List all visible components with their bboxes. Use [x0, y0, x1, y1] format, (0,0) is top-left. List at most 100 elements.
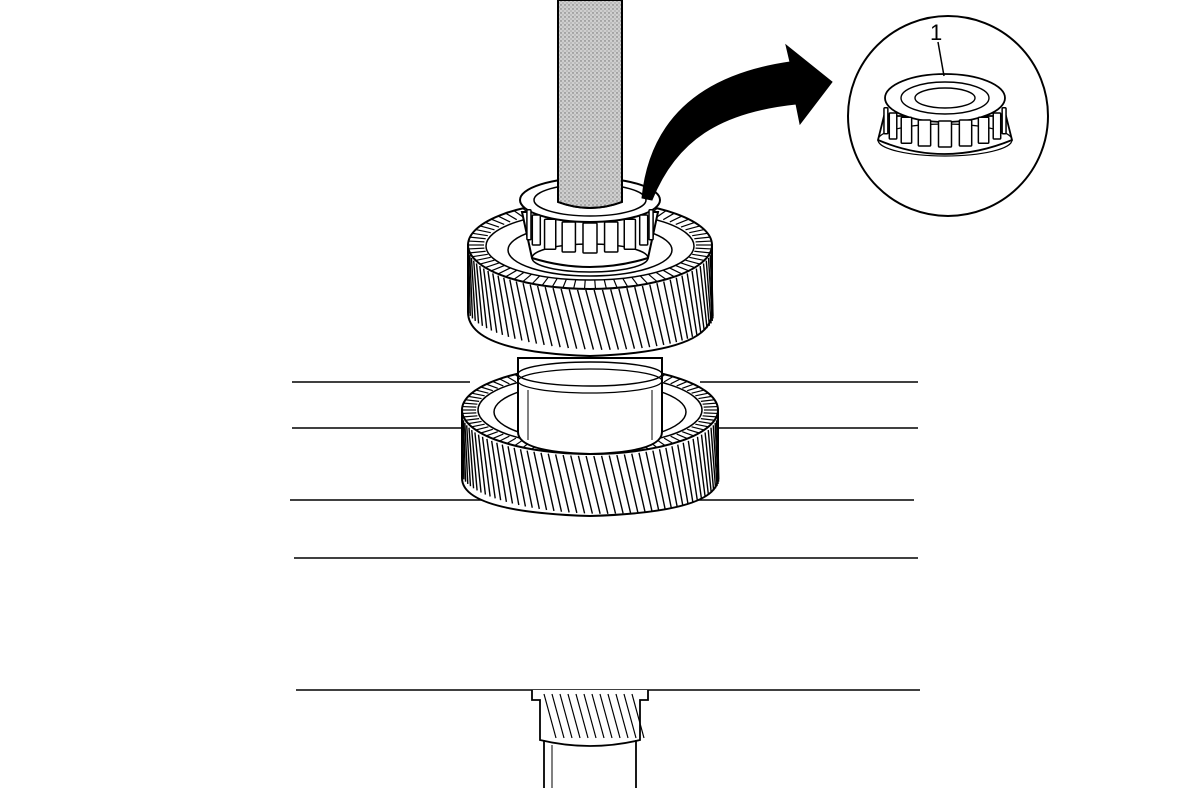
gear-rim-tooth: [499, 435, 510, 442]
detail-inset: 1: [847, 15, 1049, 217]
gear-rim-tooth: [676, 433, 688, 440]
gear-rim-tooth: [703, 412, 718, 415]
gear-tooth: [663, 281, 678, 343]
gear-tooth: [671, 446, 684, 506]
gear-tooth: [568, 289, 586, 350]
gear-tooth: [487, 270, 498, 333]
gear-rim-tooth: [702, 402, 717, 405]
gear-rim-tooth: [513, 271, 525, 280]
mainshaft-pinion: [531, 690, 649, 788]
pinion-tooth: [591, 693, 605, 739]
gear-rim-tooth: [480, 428, 493, 434]
gear-tooth: [649, 284, 665, 346]
bearing-roller: [917, 119, 932, 147]
callout-number-1: 1: [930, 20, 942, 45]
gear-tooth: [507, 446, 520, 506]
gear-tooth: [656, 282, 671, 344]
gear-tooth: [704, 432, 712, 493]
gear-rim-tooth: [486, 383, 498, 389]
gear-rim-tooth: [639, 275, 649, 285]
gear-rim-tooth: [676, 380, 688, 387]
gear-tooth: [475, 263, 484, 326]
bearing-roller: [977, 116, 990, 145]
bearing-roller: [531, 214, 542, 246]
gear-rim-tooth: [687, 386, 700, 392]
pinion-tooth: [575, 693, 589, 739]
gear-rim-tooth: [497, 267, 511, 275]
gear-tooth: [492, 273, 504, 335]
gear-tooth: [509, 279, 523, 341]
gear-tooth: [501, 444, 514, 504]
gear-tooth: [497, 275, 510, 337]
gear-rim-tooth: [695, 240, 712, 243]
pinion-tooth: [543, 693, 557, 739]
pinion-tooth: [623, 693, 637, 739]
gear-tooth: [513, 447, 527, 507]
bearing-roller: [623, 218, 637, 251]
gear-rim-tooth: [506, 376, 517, 383]
gear-tooth: [529, 284, 545, 346]
gear-tooth: [707, 257, 714, 321]
gear-rim-tooth: [469, 236, 486, 240]
gear-tooth: [464, 422, 469, 484]
bearing-roller: [603, 221, 619, 253]
gear-rim-tooth: [462, 405, 477, 408]
gear-tooth: [700, 434, 710, 495]
installer-tool-ram: [557, 0, 623, 209]
gear-rim-tooth: [485, 262, 500, 269]
gear-tooth: [691, 270, 702, 333]
gear-rim-tooth: [505, 269, 518, 278]
gear-tooth: [641, 285, 658, 347]
gear-rim-tooth: [468, 420, 482, 425]
gear-tooth: [623, 454, 639, 513]
gear-tooth: [533, 451, 548, 511]
gear-tooth: [496, 442, 508, 503]
gear-tooth: [585, 289, 603, 350]
gear-tooth: [710, 427, 717, 489]
gear-rim-tooth: [471, 392, 485, 397]
gear-tooth: [490, 440, 502, 501]
gear-rim-tooth: [472, 232, 488, 237]
gear-tooth: [482, 268, 493, 331]
gear-rim-tooth: [631, 276, 639, 286]
callout-arrow: [641, 43, 833, 201]
gear-tooth: [695, 268, 705, 331]
gear-rim-tooth: [583, 279, 586, 290]
gear-tooth: [677, 444, 689, 504]
bearing-roller: [1001, 107, 1007, 135]
gear-tooth: [608, 455, 624, 514]
gear-tooth: [585, 455, 601, 514]
gear-rim-tooth: [475, 426, 489, 431]
bearing-roller: [648, 209, 654, 241]
gear-tooth: [562, 454, 578, 514]
bearing-roller: [888, 112, 898, 140]
gear-tooth: [576, 289, 595, 350]
gear-rim-tooth: [691, 426, 705, 431]
gear-tooth: [577, 455, 594, 514]
bearing-roller: [526, 209, 532, 241]
gear-rim-tooth: [485, 221, 500, 228]
gear-tooth: [712, 425, 718, 487]
pinion-tooth: [631, 693, 645, 739]
gear-tooth: [461, 417, 465, 480]
gear-rim-tooth: [491, 265, 505, 272]
gear-tooth: [645, 451, 660, 511]
gear-tooth: [682, 442, 694, 503]
gear-tooth: [481, 436, 491, 497]
gear-tooth: [570, 455, 586, 514]
gear-tooth: [536, 285, 553, 347]
gear-rim-tooth: [669, 267, 683, 275]
gear-rim-tooth: [497, 215, 511, 223]
gear-rim-tooth: [694, 250, 711, 254]
gear-tooth: [626, 287, 643, 349]
gear-tooth: [634, 286, 651, 348]
gear-tooth: [601, 289, 620, 350]
gear-rim-tooth: [506, 437, 517, 444]
gear-rim-tooth: [479, 225, 495, 231]
gear-rim-tooth: [682, 431, 694, 437]
bearing-roller: [883, 107, 889, 135]
gear-rim-tooth: [689, 228, 705, 234]
gear-tooth: [707, 430, 715, 491]
gear-rim-tooth: [465, 399, 480, 402]
